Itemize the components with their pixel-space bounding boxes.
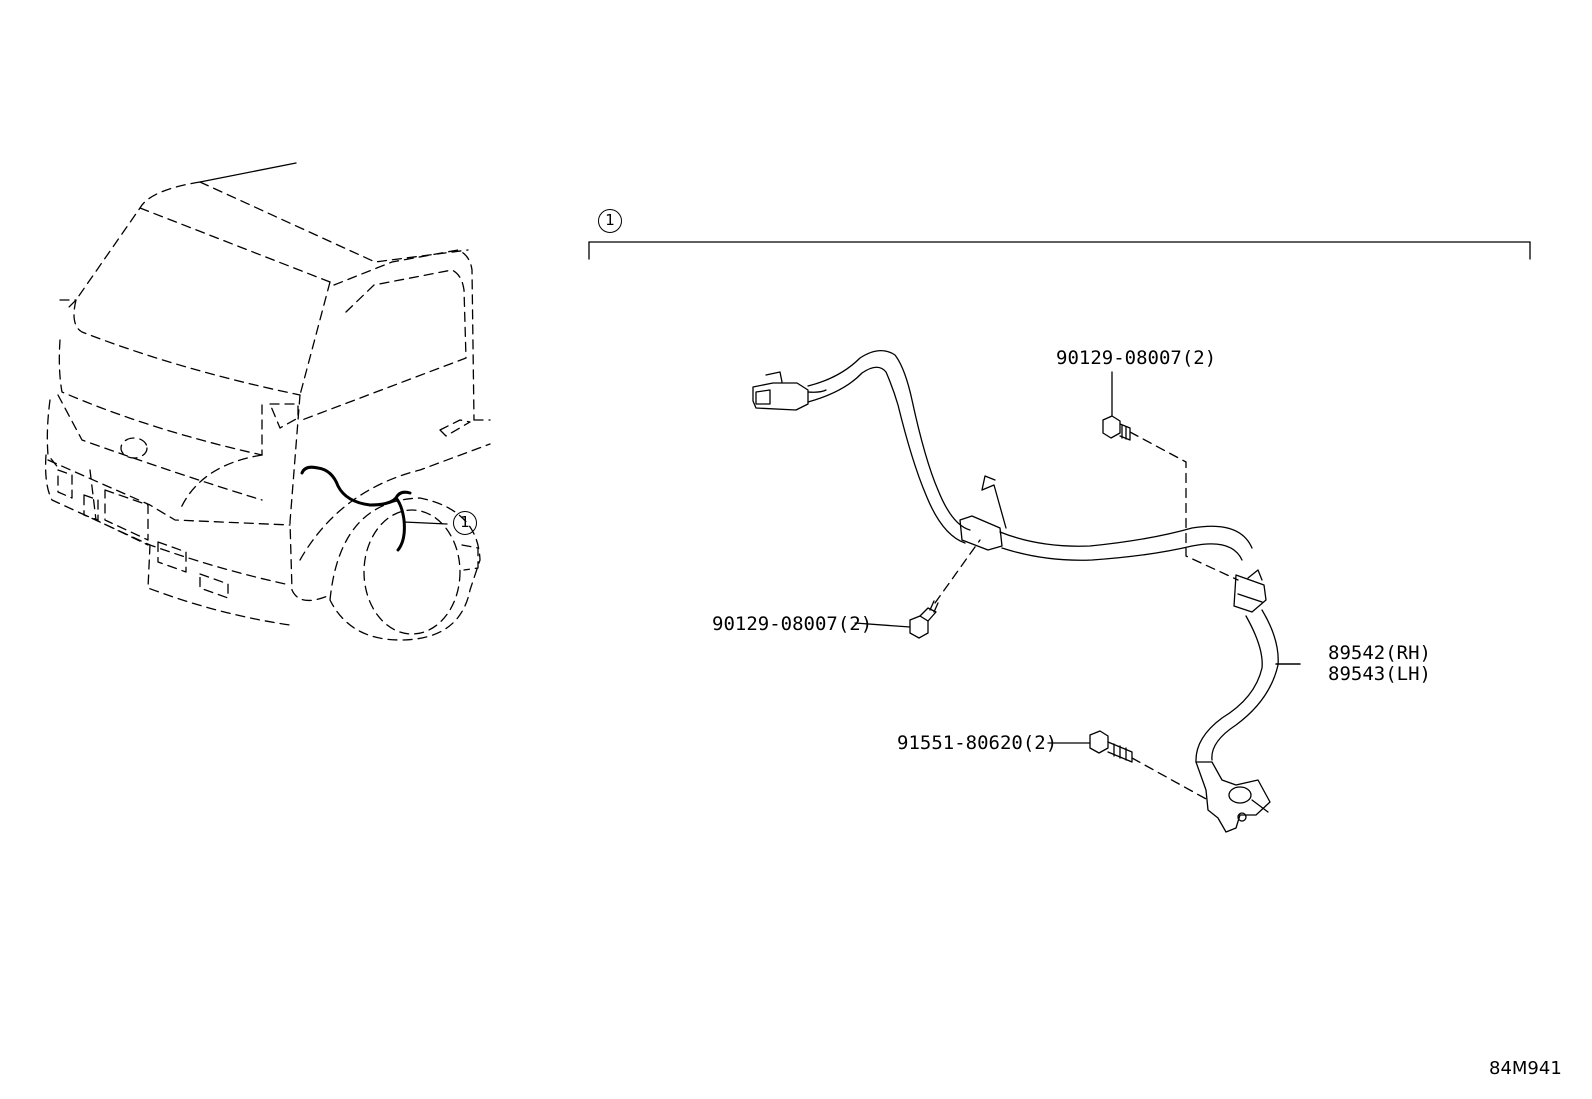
figure-reference: 84M941 (1489, 1058, 1562, 1079)
assembly-callout: 1 (598, 209, 622, 233)
bolt-sensor-icon (1089, 730, 1133, 763)
part-label-bolt-upper: 90129-08007(2) (1056, 347, 1217, 369)
part-label-sensor-bolt: 91551-80620(2) (897, 732, 1058, 754)
vehicle-callout: 1 (453, 511, 477, 535)
truck-illustration (44, 162, 491, 641)
speed-sensor-wire (752, 350, 1279, 833)
part-label-bolt-clamp: 90129-08007(2) (712, 613, 873, 635)
leader-lines (854, 371, 1301, 801)
bolt-upper-icon (1102, 415, 1131, 441)
bolt-clamp-icon (909, 600, 939, 639)
part-label-sensor-lh: 89543(LH) (1328, 663, 1431, 685)
assembly-bracket (588, 241, 1531, 260)
part-label-sensor-rh: 89542(RH) (1328, 642, 1431, 664)
